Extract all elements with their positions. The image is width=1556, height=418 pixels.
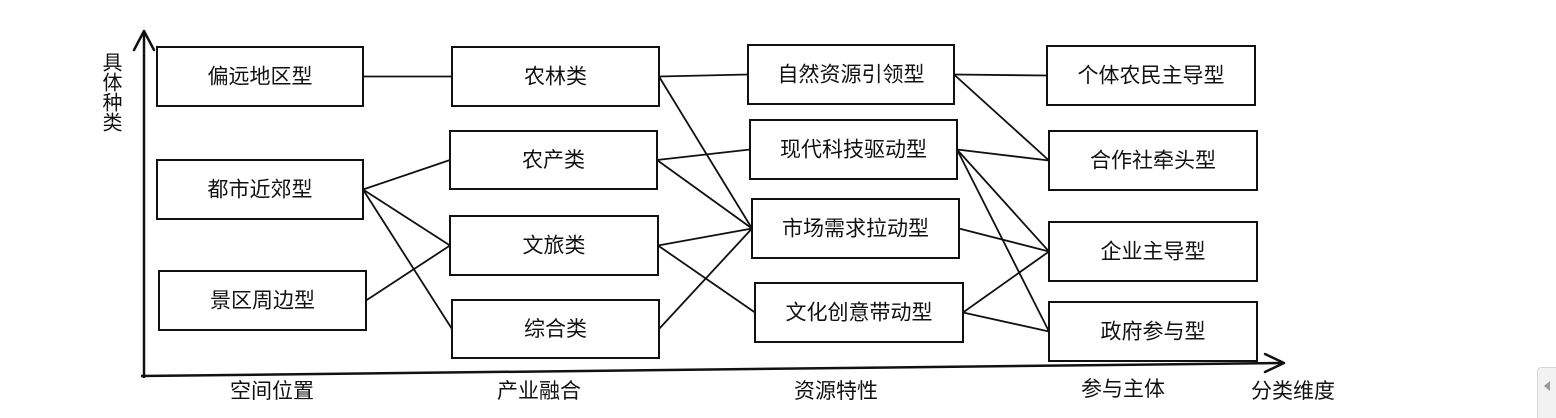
edge-comprehensive-to-market [658,227,753,330]
node-farmer: 个体农民主导型 [1046,45,1256,106]
node-box [158,270,367,331]
node-label: 文化创意带动型 [786,301,933,325]
edge-scenic-to-culturetour [365,244,451,302]
node-remote: 偏远地区型 [156,46,364,107]
edge-culturetour-to-creative [657,244,756,314]
node-label: 景区周边型 [210,289,315,313]
node-box [747,44,955,105]
x-axis-label: 分类维度 [1251,379,1335,403]
node-box [449,215,659,276]
edge-natural-to-coop [953,73,1050,162]
node-tech: 现代科技驱动型 [749,119,958,180]
edge-market-to-enterprise [958,227,1050,253]
node-label: 市场需求拉动型 [782,217,929,241]
node-box [1048,221,1258,282]
node-scenic: 景区周边型 [158,270,367,331]
node-culturetour: 文旅类 [449,215,659,276]
edge-agroforest-to-natural [658,73,749,78]
edge-suburban-to-agriproduct [362,159,451,191]
node-box [1048,130,1258,191]
scrollbar-stub[interactable] [1537,367,1556,418]
node-government: 政府参与型 [1048,301,1258,362]
node-box [749,119,958,180]
node-suburban: 都市近郊型 [156,159,364,220]
node-label: 政府参与型 [1101,320,1206,344]
edge-tech-to-coop [956,148,1050,162]
axes [132,29,1286,378]
edge-agroforest-to-market [658,76,753,229]
node-box [156,46,364,107]
node-label: 个体农民主导型 [1078,64,1225,88]
edge-creative-to-government [962,311,1050,333]
node-box [1048,301,1258,362]
edge-agriproduct-to-market [656,159,753,230]
y-axis-label: 具体种类 [99,52,123,132]
node-creative: 文化创意带动型 [754,282,964,343]
scroll-left-arrow-icon[interactable] [1544,381,1550,391]
node-agroforest: 农林类 [451,46,660,107]
node-natural: 自然资源引领型 [747,44,955,105]
edge-tech-to-enterprise [956,148,1050,253]
node-box [451,299,660,359]
node-box [1046,45,1256,106]
node-box [449,130,658,190]
edge-creative-to-enterprise [962,250,1050,314]
node-market: 市场需求拉动型 [751,198,960,259]
node-coop: 合作社牵头型 [1048,130,1258,191]
node-label: 自然资源引领型 [778,63,925,87]
column-label-col1: 空间位置 [230,379,314,403]
column-label-col4: 参与主体 [1081,377,1165,401]
node-label: 农产类 [522,148,585,172]
node-label: 偏远地区型 [208,65,313,89]
node-label: 现代科技驱动型 [780,138,927,162]
node-enterprise: 企业主导型 [1048,221,1258,282]
node-label: 都市近郊型 [208,178,313,202]
node-comprehensive: 综合类 [451,299,660,359]
x-axis-arrow-icon [1263,352,1286,374]
node-box [754,282,964,343]
node-label: 文旅类 [523,234,586,258]
edge-suburban-to-comprehensive [362,189,453,330]
connector-lines [362,73,1050,333]
node-box [751,198,960,259]
x-axis-line [140,361,1283,378]
node-label: 农林类 [524,65,587,89]
edge-agriproduct-to-tech [656,148,751,161]
node-label: 综合类 [524,317,587,341]
node-box [156,159,364,220]
node-label: 企业主导型 [1101,240,1206,264]
y-axis-arrow-icon [132,29,156,52]
node-agriproduct: 农产类 [449,130,658,190]
edge-culturetour-to-market [657,227,753,247]
column-label-col3: 资源特性 [794,379,878,403]
edge-suburban-to-culturetour [362,188,451,247]
column-label-col2: 产业融合 [497,379,581,403]
column-labels: 空间位置 产业融合 资源特性 参与主体 [230,377,1165,403]
node-box [451,46,660,107]
node-label: 合作社牵头型 [1090,149,1216,173]
edge-natural-to-farmer [953,73,1048,77]
